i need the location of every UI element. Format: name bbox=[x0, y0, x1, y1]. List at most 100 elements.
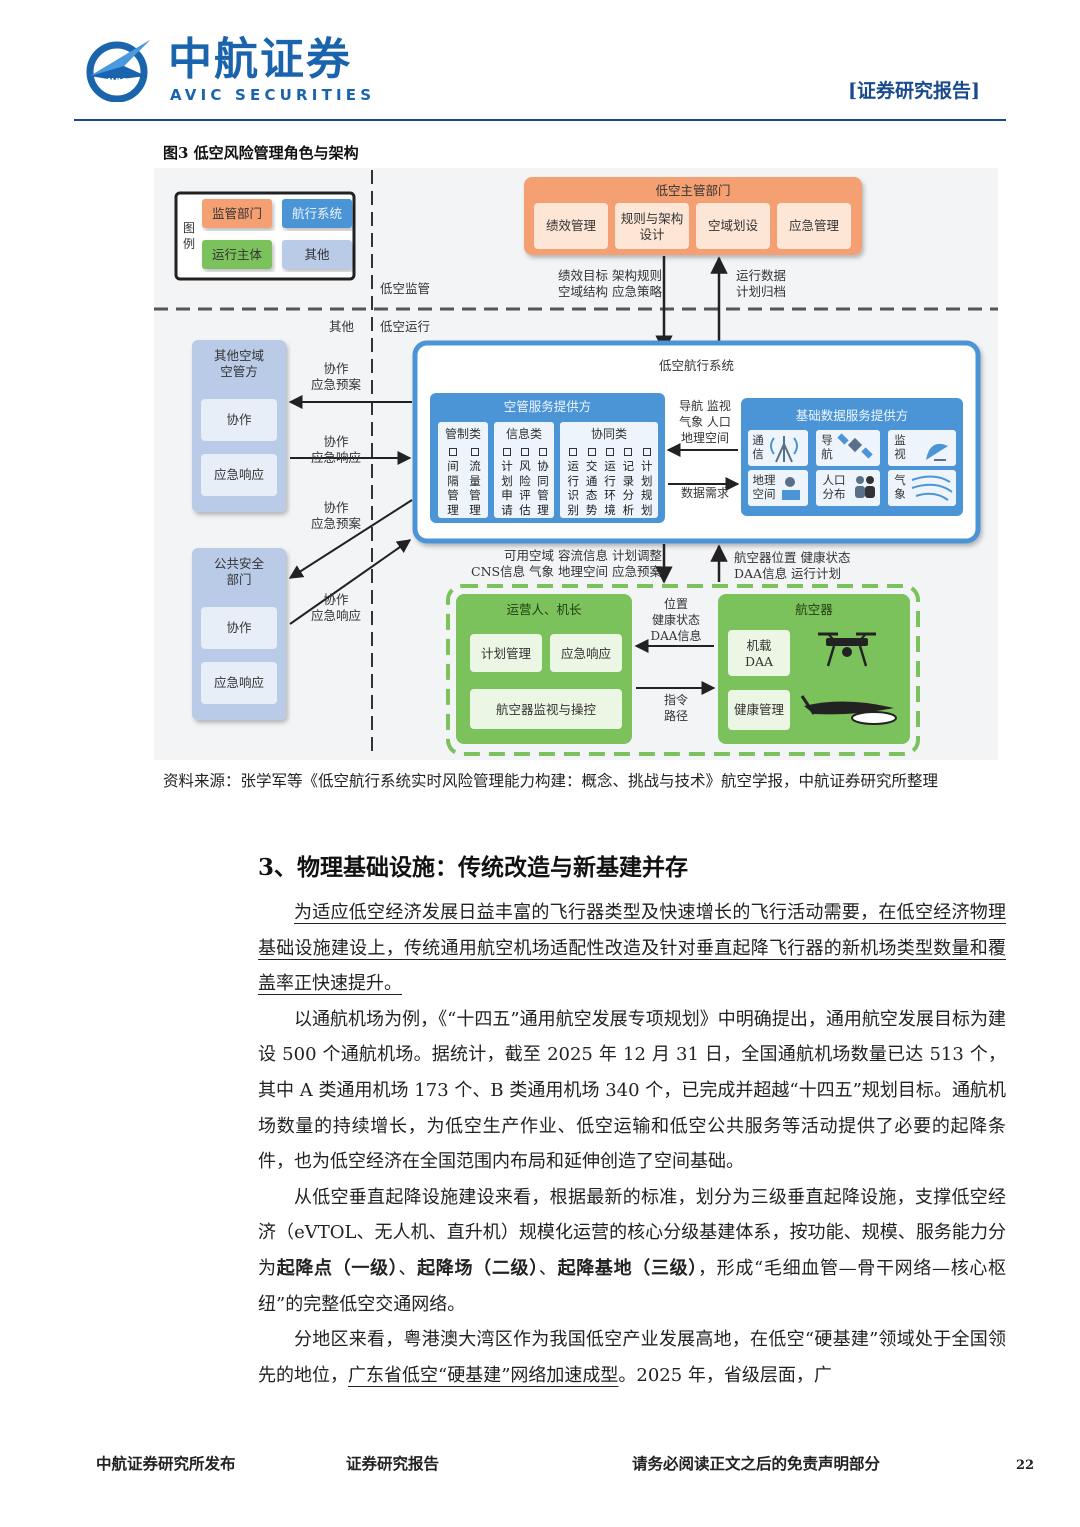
regulator-item-label: 应急管理 bbox=[788, 218, 839, 233]
zone-other-label: 其他 bbox=[328, 319, 354, 334]
checkbox-icon bbox=[569, 448, 578, 456]
other-airspace-item-label: 协作 bbox=[226, 412, 252, 427]
atm-service-label: 记录分析 bbox=[622, 459, 635, 517]
page-number: 22 bbox=[1016, 1458, 1035, 1473]
paragraph-4-highlight: 广东省低空“硬基建”网络加速成型 bbox=[348, 1364, 619, 1386]
legend-operator-label: 运行主体 bbox=[211, 247, 262, 262]
other-airspace-item-label: 应急响应 bbox=[213, 467, 264, 482]
atm-service-label: 流量管理 bbox=[469, 459, 481, 517]
checkbox-icon bbox=[449, 448, 457, 456]
antenna-icon bbox=[770, 436, 798, 463]
left-arrow-label: 协作 应急预案 bbox=[310, 361, 361, 392]
zone-supervision-label: 低空监管 bbox=[380, 281, 431, 296]
left-arrow-label: 协作 应急响应 bbox=[310, 592, 361, 623]
data-item-label: 监 视 bbox=[894, 433, 906, 461]
data-item-label: 地理 空间 bbox=[752, 473, 776, 501]
atm-provider-title: 空管服务提供方 bbox=[503, 399, 592, 414]
radar-dish-icon bbox=[926, 443, 948, 461]
aviation-system-title: 低空航行系统 bbox=[658, 358, 734, 373]
atm-service-item: 计划申请 bbox=[501, 448, 513, 517]
atm-service-label: 运行识别 bbox=[567, 459, 579, 517]
left-arrow-label: 协作 应急响应 bbox=[310, 434, 361, 465]
checkbox-icon bbox=[503, 448, 511, 456]
aircraft-item-label: 健康管理 bbox=[733, 702, 784, 717]
atm-service-item: 协同管理 bbox=[537, 448, 549, 517]
data-item-label: 人口 分布 bbox=[822, 473, 846, 501]
atm-service-label: 协同管理 bbox=[537, 459, 549, 517]
atm-service-label: 计划申请 bbox=[501, 459, 513, 517]
satellite-icon bbox=[837, 433, 873, 459]
data-supply-label: 导航 监视 气象 人口 地理空间 bbox=[679, 399, 731, 445]
legend-operator-swatch bbox=[202, 240, 272, 269]
regulator-item bbox=[696, 203, 770, 249]
section-title: 3、物理基础设施：传统改造与新基建并存 bbox=[258, 854, 689, 881]
checkbox-icon bbox=[471, 448, 479, 456]
page-header: AVIC 中航证券 AVIC SECURITIES [证券研究报告] bbox=[0, 0, 1080, 125]
operator-item bbox=[470, 634, 542, 672]
operator-item-label: 应急响应 bbox=[560, 646, 611, 661]
paragraph-1-text: 为适应低空经济发展日益丰富的飞行器类型及快速增长的飞行活动需要，在低空经济物理基… bbox=[258, 902, 1006, 995]
brand-name-en: AVIC SECURITIES bbox=[170, 86, 376, 104]
atm-column-coord bbox=[560, 422, 658, 518]
regulator-item bbox=[534, 203, 608, 249]
atm-service-label: 计划规划 bbox=[641, 459, 653, 517]
atm-column-info bbox=[494, 422, 554, 518]
footer-disclaimer: 请务必阅读正文之后的免责声明部分 bbox=[632, 1454, 881, 1473]
geo-pin-icon bbox=[782, 477, 800, 500]
public-safety-title: 公共安全 部门 bbox=[213, 556, 264, 587]
aircraft-title: 航空器 bbox=[795, 602, 833, 617]
paragraph-3-tail: ，形成“毛细血管—骨干网络—核心枢纽”的完整低空交通网络。 bbox=[258, 1257, 1007, 1315]
data-request-label: 数据需求 bbox=[680, 486, 729, 500]
checkbox-icon bbox=[606, 448, 614, 456]
public-safety-item bbox=[201, 607, 277, 649]
operator-item bbox=[470, 689, 622, 729]
atm-service-item: 交通态势 bbox=[586, 448, 598, 517]
left-arrow-label: 协作 应急预案 bbox=[310, 500, 361, 531]
atm-service-item: 流量管理 bbox=[469, 448, 481, 517]
avic-logo-icon: AVIC bbox=[86, 40, 150, 102]
atm-service-item: 间隔管理 bbox=[447, 448, 459, 517]
separator: 、 bbox=[538, 1257, 558, 1279]
atm-column-label: 协同类 bbox=[590, 427, 627, 441]
drone-icon bbox=[818, 632, 876, 667]
regulator-item-label: 规则与架构 设计 bbox=[620, 211, 684, 242]
page-footer: 中航证券研究所发布 证券研究报告 请务必阅读正文之后的免责声明部分 22 bbox=[0, 1448, 1080, 1488]
data-provider-title: 基础数据服务提供方 bbox=[795, 408, 909, 423]
paragraph-1: 为适应低空经济发展日益丰富的飞行器类型及快速增长的飞行活动需要，在低空经济物理基… bbox=[258, 895, 1006, 1002]
atm-service-label: 风险评估 bbox=[519, 459, 531, 517]
legend-regulator-label: 监管部门 bbox=[211, 206, 262, 221]
operator-item-label: 计划管理 bbox=[480, 646, 531, 661]
paragraph-4: 分地区来看，粤港澳大湾区作为我国低空产业发展高地，在低空“硬基建”领域处于全国领… bbox=[258, 1322, 1006, 1393]
aircraft-status-label: 位置 健康状态 DAA信息 bbox=[650, 597, 702, 643]
facility-level-3: 起降基地（三级） bbox=[557, 1257, 698, 1279]
atm-column-control bbox=[438, 422, 488, 518]
checkbox-icon bbox=[539, 448, 547, 456]
arrow-left-2 bbox=[288, 499, 413, 579]
regulator-item bbox=[615, 203, 689, 249]
paragraph-3: 从低空垂直起降设施建设来看，根据最新的标准，划分为三级垂直起降设施，支撑低空经济… bbox=[258, 1180, 1006, 1322]
data-item-label: 导 航 bbox=[821, 433, 833, 461]
legend-other-label: 其他 bbox=[304, 247, 330, 262]
arrow-right-2 bbox=[289, 539, 412, 625]
atm-service-label: 间隔管理 bbox=[447, 459, 459, 517]
other-airspace-item bbox=[201, 454, 277, 496]
regulator-item-label: 空域划设 bbox=[707, 218, 758, 233]
section-body: 为适应低空经济发展日益丰富的飞行器类型及快速增长的飞行活动需要，在低空经济物理基… bbox=[258, 895, 1006, 1393]
atm-service-item: 风险评估 bbox=[519, 448, 531, 517]
atm-column-label: 管制类 bbox=[444, 427, 481, 441]
people-icon bbox=[855, 476, 875, 498]
facility-level-2: 起降场（二级） bbox=[417, 1257, 539, 1279]
legend-system-label: 航行系统 bbox=[291, 206, 342, 221]
atm-service-label: 交通态势 bbox=[585, 459, 598, 517]
evtol-icon bbox=[800, 695, 897, 725]
checkbox-icon bbox=[587, 448, 596, 456]
checkbox-icon bbox=[521, 448, 529, 456]
report-tag: [证券研究报告] bbox=[848, 80, 980, 102]
public-safety-item bbox=[201, 662, 277, 704]
legend-system-swatch bbox=[282, 199, 352, 228]
other-airspace-title: 其他空域 空管方 bbox=[213, 348, 264, 379]
command-label: 指令 路径 bbox=[663, 693, 688, 723]
source-note: 资料来源：张学军等《低空航行系统实时风险管理能力构建：概念、挑战与技术》航空学报… bbox=[163, 772, 939, 790]
operator-item-label: 航空器监视与操控 bbox=[495, 702, 596, 717]
other-airspace-item bbox=[201, 399, 277, 441]
